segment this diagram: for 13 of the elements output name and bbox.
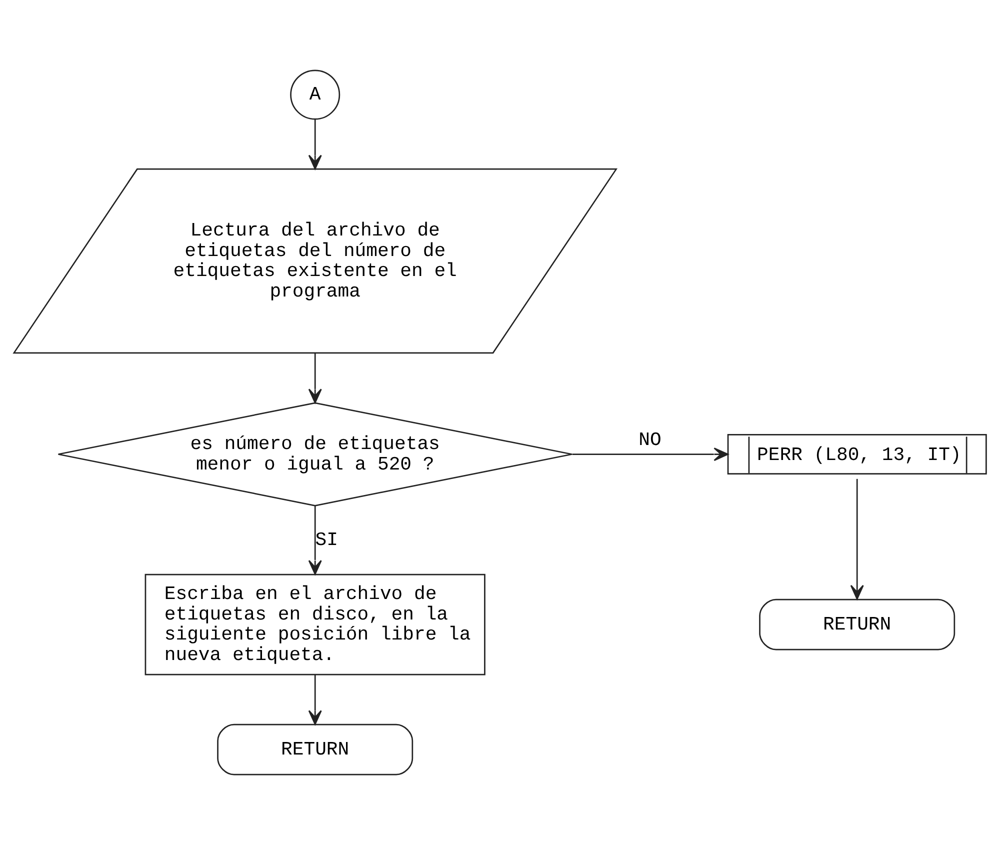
edge-label: SI: [315, 529, 338, 552]
node-box: RETURN: [759, 598, 956, 650]
arrow: [572, 448, 728, 462]
node-diamond: es número de etiquetas menor o igual a 520 ?: [58, 402, 573, 506]
node-box: Escriba en el archivo de etiquetas en disco, en la siguiente posición libre la nueva etiqueta.: [144, 574, 486, 676]
arrow: [850, 478, 864, 600]
arrow: [308, 506, 322, 575]
node-box: RETURN: [217, 724, 414, 776]
arrow: [308, 674, 322, 725]
node-circle: A: [290, 70, 340, 120]
arrow: [308, 353, 322, 404]
edge-label: NO: [638, 429, 662, 452]
arrow: [308, 119, 322, 170]
